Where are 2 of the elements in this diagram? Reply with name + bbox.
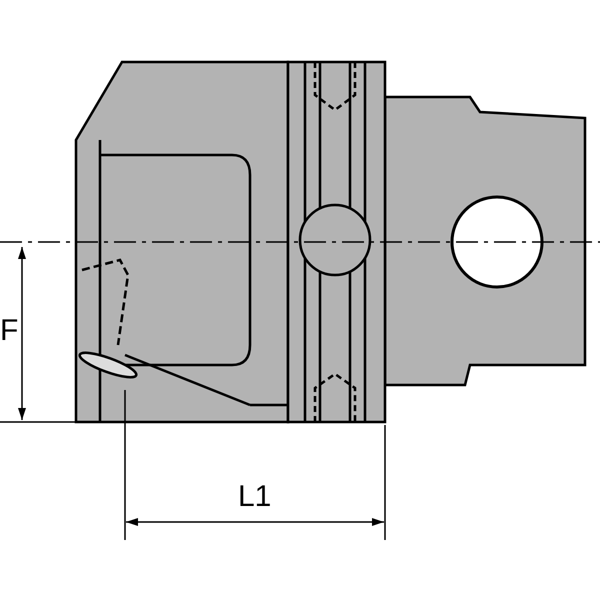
- dimension-label: L1: [238, 482, 272, 512]
- dimension-label: F: [0, 316, 18, 346]
